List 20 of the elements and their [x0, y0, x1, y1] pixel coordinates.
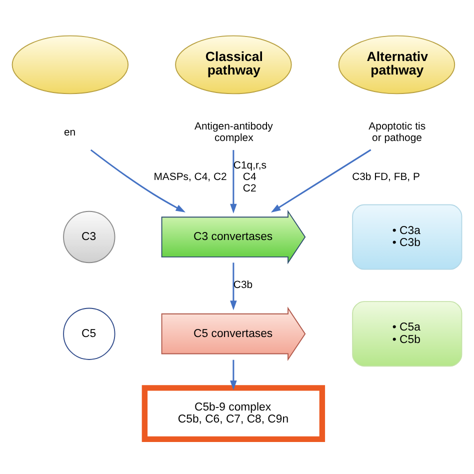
edge-label: C1q,r,s C4 C2 — [233, 160, 267, 194]
arrow — [230, 262, 237, 310]
arrow — [230, 150, 237, 214]
node-circle: C5 — [63, 307, 116, 360]
node-box: • C5a • C5b — [352, 300, 462, 366]
node-box: • C3a • C3b — [352, 204, 462, 270]
edge-label: C3b — [233, 280, 253, 291]
node-ellipse: Alternativ pathway — [338, 34, 456, 94]
edge-label: C3b FD, FB, P — [352, 171, 420, 182]
node-text: en — [64, 126, 76, 138]
arrow — [90, 148, 186, 212]
node-text: Apoptotic tis or pathoge — [368, 121, 426, 144]
node-circle: C3 — [63, 210, 116, 263]
node-ellipse — [12, 34, 129, 94]
node-text: Antigen-antibody complex — [194, 121, 273, 144]
arrow — [270, 148, 372, 212]
edge-label: MASPs, C4, C2 — [154, 171, 227, 182]
node-ellipse: Classical pathway — [175, 34, 292, 94]
node-box: C5b-9 complex C5b, C6, C7, C8, C9n — [142, 384, 326, 442]
arrow — [230, 359, 237, 390]
